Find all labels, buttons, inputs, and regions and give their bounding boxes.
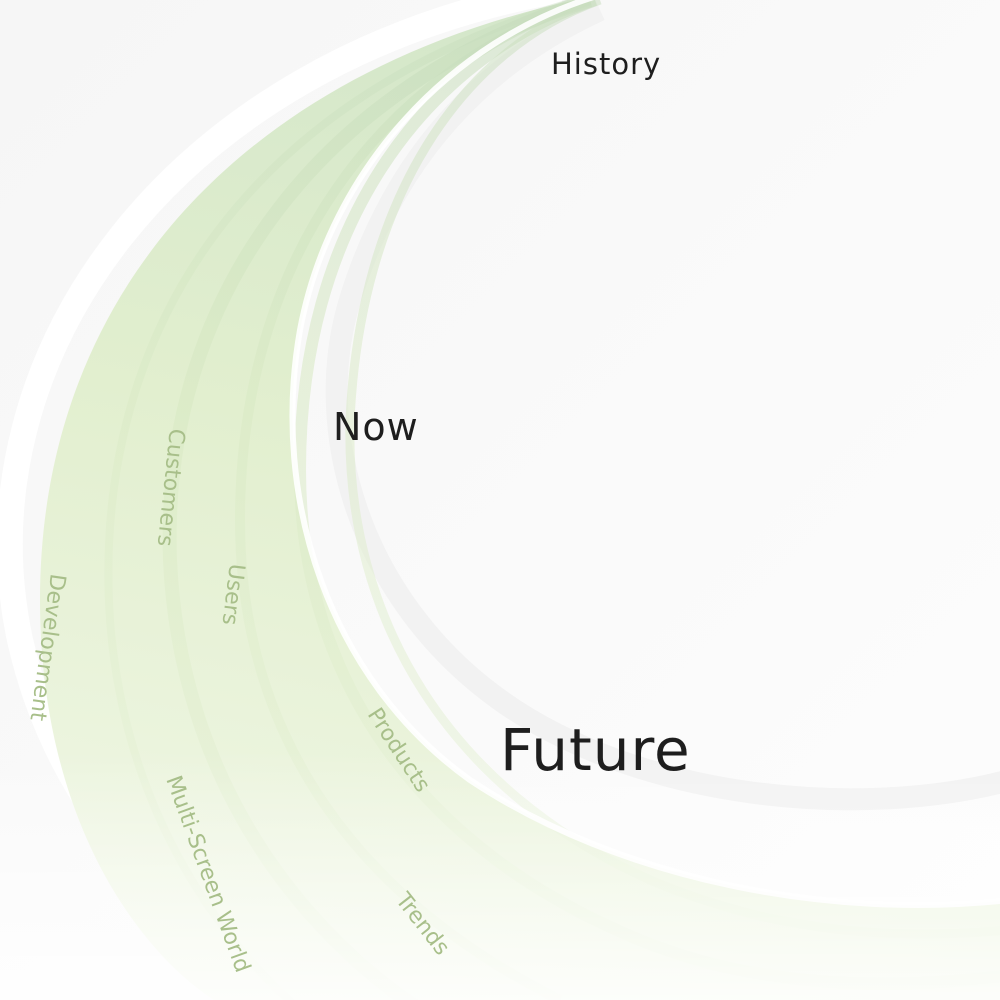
milestone-history: History	[551, 47, 661, 81]
milestone-future: Future	[500, 716, 691, 784]
milestone-now: Now	[333, 405, 419, 449]
